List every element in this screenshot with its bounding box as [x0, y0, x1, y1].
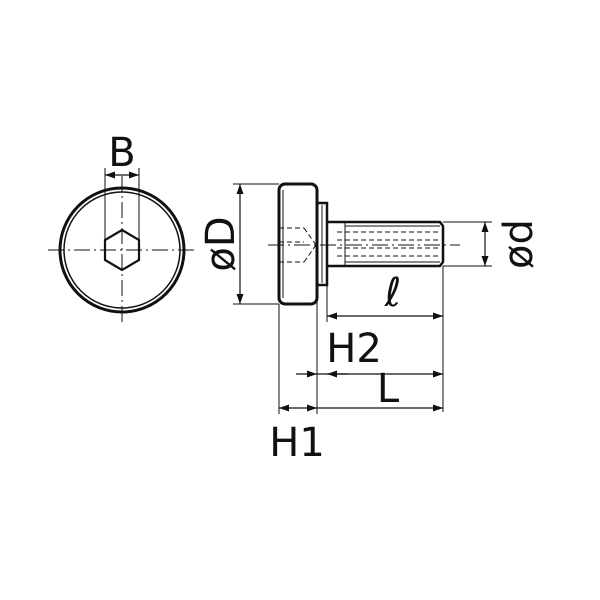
- end-view: B: [48, 130, 196, 324]
- h1-label: H1: [269, 420, 325, 466]
- phi-d-big-label: øD: [198, 216, 244, 271]
- b-label: B: [108, 130, 135, 176]
- screw-collar: [315, 201, 329, 287]
- h2-label: H2: [326, 326, 382, 372]
- ell-label: ℓ: [384, 270, 402, 316]
- socket-hidden-cone-bottom: [303, 244, 317, 263]
- l-label: L: [377, 366, 400, 412]
- screw-head: [277, 182, 319, 306]
- threaded-shaft: [327, 220, 445, 268]
- phi-d-small-label: ød: [496, 219, 542, 269]
- side-view: øD ød ℓ H2 L H1: [198, 182, 542, 466]
- socket-hidden-cone-top: [303, 227, 317, 246]
